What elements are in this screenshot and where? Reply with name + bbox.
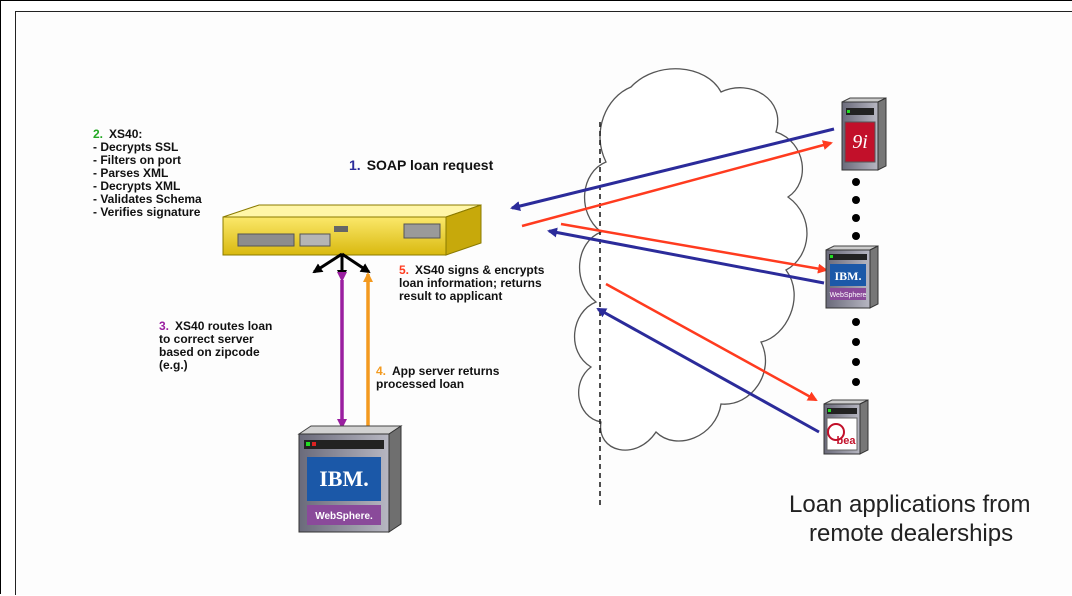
ibm-app-sub: WebSphere. <box>315 511 373 522</box>
step3-line: to correct server <box>159 332 254 346</box>
step2-number: 2. <box>93 127 104 141</box>
bea-label: bea <box>837 435 857 447</box>
step2-block: 2. XS40: - Decrypts SSL - Filters on port… <box>93 128 202 219</box>
server-ellipsis-dots <box>852 178 860 386</box>
bea-server-icon: bea <box>823 399 869 455</box>
step5-line: XS40 signs & encrypts <box>415 263 545 277</box>
step3-number: 3. <box>159 319 170 333</box>
remote-dealerships-caption: Loan applications from remote dealership… <box>789 490 1072 548</box>
oracle-server-icon: 9i <box>841 97 887 171</box>
step2-item: - Decrypts XML <box>93 179 181 193</box>
step2-heading: 2. XS40: <box>93 128 202 141</box>
step5-number: 5. <box>399 263 410 277</box>
step4-block: 4. App server returns processed loan <box>376 365 499 391</box>
ibm-websphere-server-icon: IBM. WebSphere <box>825 245 879 309</box>
ibm-app-brand: IBM. <box>319 466 369 491</box>
diagram-canvas: 9i IBM. WebSphere bea IBM. WebSphere. <box>222 68 887 533</box>
step2-title: XS40: <box>109 127 143 141</box>
slide-canvas: 9i IBM. WebSphere bea IBM. WebSphere. <box>15 11 1072 595</box>
request-arrow-ibm-remote <box>547 227 825 285</box>
step2-item: - Verifies signature <box>93 205 201 219</box>
response-arrow-ibm-remote <box>560 222 828 274</box>
caption-line: remote dealerships <box>809 520 1014 547</box>
step3-line: based on zipcode <box>159 345 260 359</box>
step2-item: - Validates Schema <box>93 192 202 206</box>
response-arrow-oracle <box>521 140 833 228</box>
caption-line: Loan applications from <box>789 491 1031 518</box>
ibm-remote-brand: IBM. <box>835 269 862 283</box>
ibm-remote-sub: WebSphere <box>830 292 867 299</box>
response-arrow-bea <box>605 282 818 402</box>
step5-block: 5. XS40 signs & encrypts loan information… <box>399 264 544 303</box>
step3-line: (e.g.) <box>159 358 188 372</box>
step3-line: XS40 routes loan <box>175 319 273 333</box>
routing-fanout-arrows <box>312 252 371 280</box>
ibm-websphere-app-server-icon: IBM. WebSphere. <box>297 425 403 533</box>
step2-item: - Decrypts SSL <box>93 140 179 154</box>
step1-label: 1. SOAP loan request <box>349 157 493 173</box>
step1-text: SOAP loan request <box>366 157 494 173</box>
step3-block: 3. XS40 routes loan to correct server bas… <box>159 320 272 372</box>
step5-line: result to applicant <box>399 289 503 303</box>
step5-line: loan information; returns <box>399 276 542 290</box>
step4-line: processed loan <box>376 377 465 391</box>
step2-item: - Filters on port <box>93 153 181 167</box>
step4-number: 4. <box>376 364 387 378</box>
request-arrow-oracle <box>510 127 835 211</box>
request-arrow-bea <box>596 307 820 434</box>
step2-item: - Parses XML <box>93 166 169 180</box>
xs40-appliance-icon <box>222 204 482 256</box>
step4-line: App server returns <box>392 364 500 378</box>
oracle-label: 9i <box>852 131 868 153</box>
step1-number: 1. <box>349 157 361 173</box>
